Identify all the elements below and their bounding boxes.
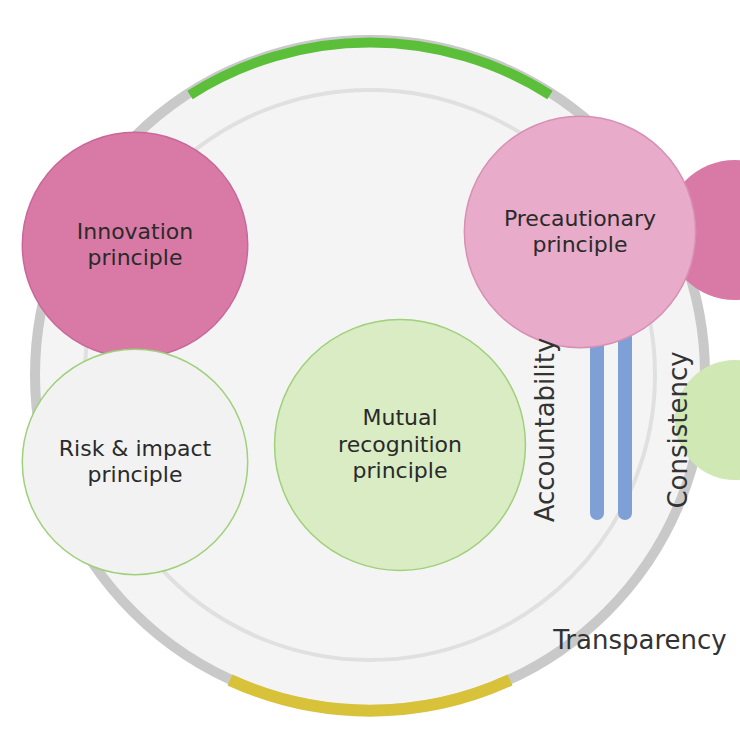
circle-shape <box>464 116 695 347</box>
vertical-band-label: Consistency <box>663 351 693 508</box>
principle-title: Risk & impact principle <box>50 436 220 489</box>
principle-title: Innovation principle <box>50 219 220 272</box>
bottom-arc <box>230 680 510 711</box>
circle-shape <box>275 320 526 571</box>
principle-title: Precautionary principle <box>495 206 665 259</box>
principle-circle: Risk & impact principle <box>20 347 250 577</box>
principle-title: Mutual recognition principle <box>315 405 485 484</box>
band-bar <box>590 330 604 520</box>
band-bar <box>618 330 632 520</box>
principle-circle: Mutual recognition principle <box>272 317 528 573</box>
band-label: Transparency <box>553 625 726 655</box>
circle-shape <box>22 132 247 357</box>
vertical-band-label: Accountability <box>530 338 560 523</box>
circle-shape <box>22 349 247 574</box>
top-arc <box>190 43 550 95</box>
principle-circle: Innovation principle <box>20 130 250 360</box>
principle-circle: Precautionary principle <box>462 114 698 350</box>
